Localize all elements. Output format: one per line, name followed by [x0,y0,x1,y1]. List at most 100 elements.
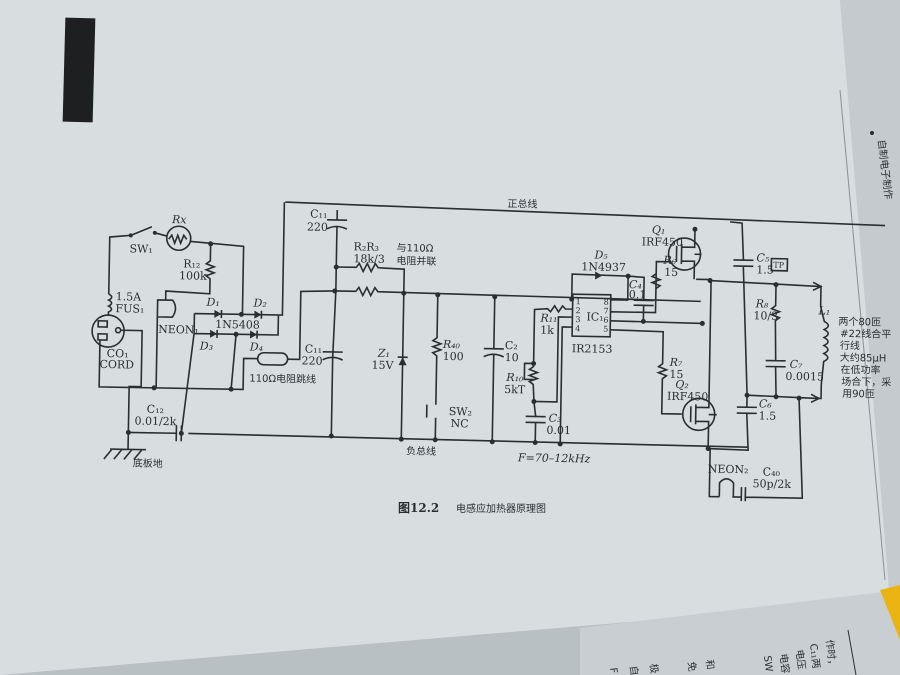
q1-gate-wire [610,260,672,314]
mains-wire [107,234,130,295]
z1-value: 15V [371,359,394,372]
q2-name: Q₂ [675,378,689,391]
fuse-rating: 1.5A [116,290,143,303]
r6-value: 15 [664,266,678,279]
r40-value: 100 [443,350,464,363]
d4-label: D₄ [249,340,263,353]
c7-name: C₇ [790,358,804,371]
negative-bus [128,431,749,449]
d5-name: D₅ [593,248,608,261]
c3-name: C₃ [549,412,562,425]
r2r3-name: R₂R₃ [353,240,379,253]
bridge-wiring [180,202,286,434]
c6-value: 1.5 [759,409,777,422]
svg-text:两个80匝: 两个80匝 [838,316,881,329]
c2-value: 10 [505,351,519,364]
sw2-name: SW₂ [449,405,472,418]
q1-name: Q₁ [652,224,666,237]
c11b-value: 220 [301,354,322,367]
c11b-capacitor [322,350,344,361]
cord-name: CO₁ [107,347,129,360]
junction [640,318,646,324]
rx-label: Rx [171,213,188,226]
rx-resistor-icon [168,232,188,246]
l1-name: L₁ [817,304,830,317]
c4-name: C₄ [629,278,642,291]
ic-pin-8: 8 [604,298,609,307]
return-wire [98,339,258,391]
junction [569,296,575,302]
ic-pin-5: 5 [603,325,608,334]
power-plug-icon [91,314,125,348]
tp-box [770,257,789,272]
junction [557,441,563,447]
c11a-name: C₁₁ [310,208,327,221]
r8-name: R₈ [755,297,770,310]
jumper-label: 110Ω电阻跳线 [249,372,316,386]
next-page-text: 作时， C₁₁两 电压 电容 SW 和 免 极 自 F [607,639,839,675]
sw2-value: NC [450,417,468,430]
svg-text:场合下，采: 场合下，采 [841,375,891,389]
junction [531,360,537,366]
c6-name: C₆ [759,397,773,410]
svg-text:自: 自 [627,665,641,675]
junction [492,294,498,300]
d2-label: D₂ [253,297,267,310]
d5-value: 1N4937 [581,260,626,274]
c3-value: 0.01 [546,424,571,437]
r40-name: R₄₀ [442,338,461,351]
neon2-label: NEON₂ [708,463,749,477]
ic-pin-6: 6 [603,316,608,325]
ic-pin-7: 7 [603,307,608,316]
ic-pin6-wire [610,319,703,325]
neon1-label: NEON₁ [158,323,199,337]
svg-text:#22线合平: #22线合平 [840,327,891,341]
junction [233,331,239,337]
wire [154,232,167,237]
ic-pin-2: 2 [575,306,580,315]
tp-label: TP [773,261,784,270]
parallel-note-1: 与110Ω [396,242,433,255]
junction [489,439,495,445]
rx-thermistor [165,225,192,252]
junction [699,320,705,326]
svg-text:F: F [607,667,619,674]
r11-value: 1k [540,324,554,337]
svg-text:大约85μH: 大约85μH [840,351,887,365]
r3-resistor [334,285,701,303]
r7-value: 15 [669,368,683,381]
c5-name: C₅ [756,251,770,264]
q2-gate-wire [610,328,682,415]
header-rule [839,89,886,581]
junction [692,226,698,232]
c7-value: 0.0015 [785,370,824,384]
c2-name: C₂ [505,339,518,352]
c11-capacitors [326,209,348,436]
c40-value: 50p/2k [752,477,791,491]
bridge-part-label: 1N5408 [215,318,260,332]
l1-note: 两个80匝 #22线合平 行线 大约85μH 在低功率 场合下，采 用90匝 [838,316,891,401]
positive-bus [285,201,886,227]
plug-pin [97,333,108,341]
chassis-ground-label: 底板地 [133,456,163,470]
ic1-part: IR2153 [572,342,613,356]
junction [328,433,334,439]
next-page [580,590,900,675]
neon2-c40-loop [708,398,804,502]
plug-pin [97,320,109,328]
junction [125,429,131,435]
circuit-schematic: 正总线 负总线 SW₁ Rx R₁₂ 100k 1.5A FUS₁ CO₁ CO… [91,197,891,502]
r40-sw2 [425,294,444,440]
junction [238,311,244,317]
svg-text:免: 免 [685,661,699,673]
c11a-value: 220 [307,220,328,233]
junction [398,436,404,442]
c4-value: 0.1 [629,288,647,301]
wire [155,316,159,388]
r10-name: R₁₀ [505,371,524,384]
negative-bus-label: 负总线 [406,444,436,458]
ic1-name: IC₁ [586,310,603,323]
junction [744,392,750,398]
svg-text:电压: 电压 [793,649,808,670]
